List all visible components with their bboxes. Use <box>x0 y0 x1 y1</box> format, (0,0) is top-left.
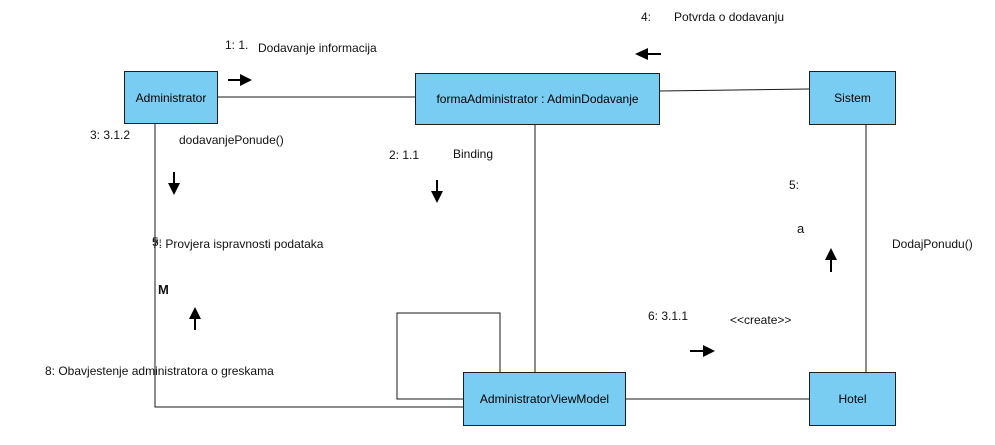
node-administrator-viewmodel[interactable]: AdministratorViewModel <box>463 372 626 426</box>
arrow-left-icon <box>635 48 661 60</box>
message-5-number: 5: <box>789 178 800 192</box>
node-sistem[interactable]: Sistem <box>809 71 896 125</box>
link-viewmodel-self <box>396 312 501 400</box>
message-3-number: 3: 3.1.2 <box>90 128 131 142</box>
node-hotel[interactable]: Hotel <box>809 372 896 426</box>
arrow-up-icon <box>825 248 837 272</box>
message-7-glyph: M <box>158 282 169 297</box>
link-admin-viewmodel <box>154 124 463 408</box>
message-2-number: 2: 1.1 <box>389 148 420 162</box>
message-6-text: <<create>> <box>730 313 792 327</box>
arrow-right-icon <box>228 74 252 86</box>
message-7-overlap-number: 5: <box>152 235 163 249</box>
node-administrator[interactable]: Administrator <box>124 71 218 124</box>
arrow-up-icon <box>189 307 201 330</box>
message-4-number: 4: <box>641 10 652 24</box>
arrow-down-icon <box>168 172 180 195</box>
arrow-right-icon <box>690 345 715 357</box>
message-3-text: dodavanjePonude() <box>179 133 284 147</box>
message-1-text: Dodavanje informacija <box>258 41 377 55</box>
node-forma-administrator[interactable]: formaAdministrator : AdminDodavanje <box>415 73 660 125</box>
message-2-text: Binding <box>453 147 494 161</box>
arrow-down-icon <box>431 180 443 203</box>
link-forma-sistem <box>659 88 810 92</box>
message-7-text: 7: Provjera ispravnosti podataka <box>152 237 324 251</box>
message-5-text: a <box>797 221 805 236</box>
message-6-number: 6: 3.1.1 <box>648 309 689 323</box>
message-5-label: DodajPonudu() <box>892 237 973 251</box>
message-4-text: Potvrda o dodavanju <box>674 10 785 24</box>
message-1-number: 1: 1. <box>225 38 249 52</box>
message-8-text: 8: Obavjestenje administratora o greskam… <box>45 364 274 378</box>
